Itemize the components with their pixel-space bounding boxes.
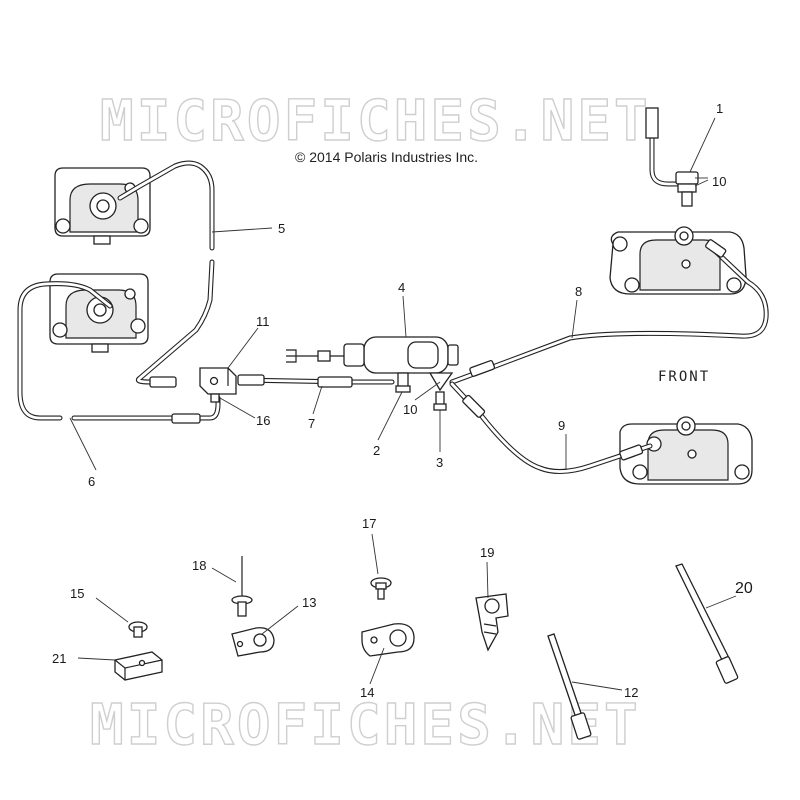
rivet-18 — [231, 556, 253, 617]
connector-19 — [475, 593, 509, 652]
p-clamp-14 — [361, 623, 415, 657]
callout-9: 9 — [558, 418, 565, 433]
callout-3: 3 — [436, 455, 443, 470]
rear-caliper-lower — [49, 273, 149, 353]
screw-17 — [370, 577, 392, 600]
callout-1: 1 — [716, 101, 723, 116]
callout-10-top: 10 — [712, 174, 726, 189]
master-cylinder — [286, 336, 459, 411]
callout-18: 18 — [192, 558, 206, 573]
callout-19: 19 — [480, 545, 494, 560]
callout-5: 5 — [278, 221, 285, 236]
callout-20: 20 — [735, 580, 753, 597]
leader-lines — [69, 117, 737, 691]
callout-7: 7 — [308, 416, 315, 431]
callout-15: 15 — [70, 586, 84, 601]
copyright-notice: © 2014 Polaris Industries Inc. — [295, 149, 478, 165]
callout-10-mid: 10 — [403, 402, 417, 417]
watermark-top: MICROFICHES.NET — [100, 89, 651, 154]
banjo-fitting-top — [645, 107, 699, 207]
screw-15 — [128, 621, 148, 638]
front-direction-label: FRONT — [658, 369, 710, 385]
callout-16: 16 — [256, 413, 270, 428]
callout-6: 6 — [88, 474, 95, 489]
callout-17: 17 — [362, 516, 376, 531]
junction-block — [199, 367, 237, 403]
callout-11: 11 — [256, 314, 270, 329]
callout-4: 4 — [398, 280, 405, 295]
line-fittings — [149, 239, 727, 461]
callout-13: 13 — [302, 595, 316, 610]
callout-14: 14 — [360, 685, 374, 700]
rear-caliper-upper — [54, 167, 151, 245]
watermark-bottom: MICROFICHES.NET — [90, 693, 641, 758]
front-caliper-lower — [619, 416, 753, 485]
callout-8: 8 — [575, 284, 582, 299]
bolt-20 — [675, 563, 739, 684]
callout-21: 21 — [52, 651, 66, 666]
p-clamp-13 — [231, 627, 275, 657]
callout-2: 2 — [373, 443, 380, 458]
clip-21 — [114, 651, 163, 681]
bolt-12 — [547, 633, 592, 740]
callout-12: 12 — [624, 685, 638, 700]
callout-labels: 1 10 5 4 8 11 16 7 2 10 3 6 9 17 19 20 1… — [52, 101, 753, 700]
